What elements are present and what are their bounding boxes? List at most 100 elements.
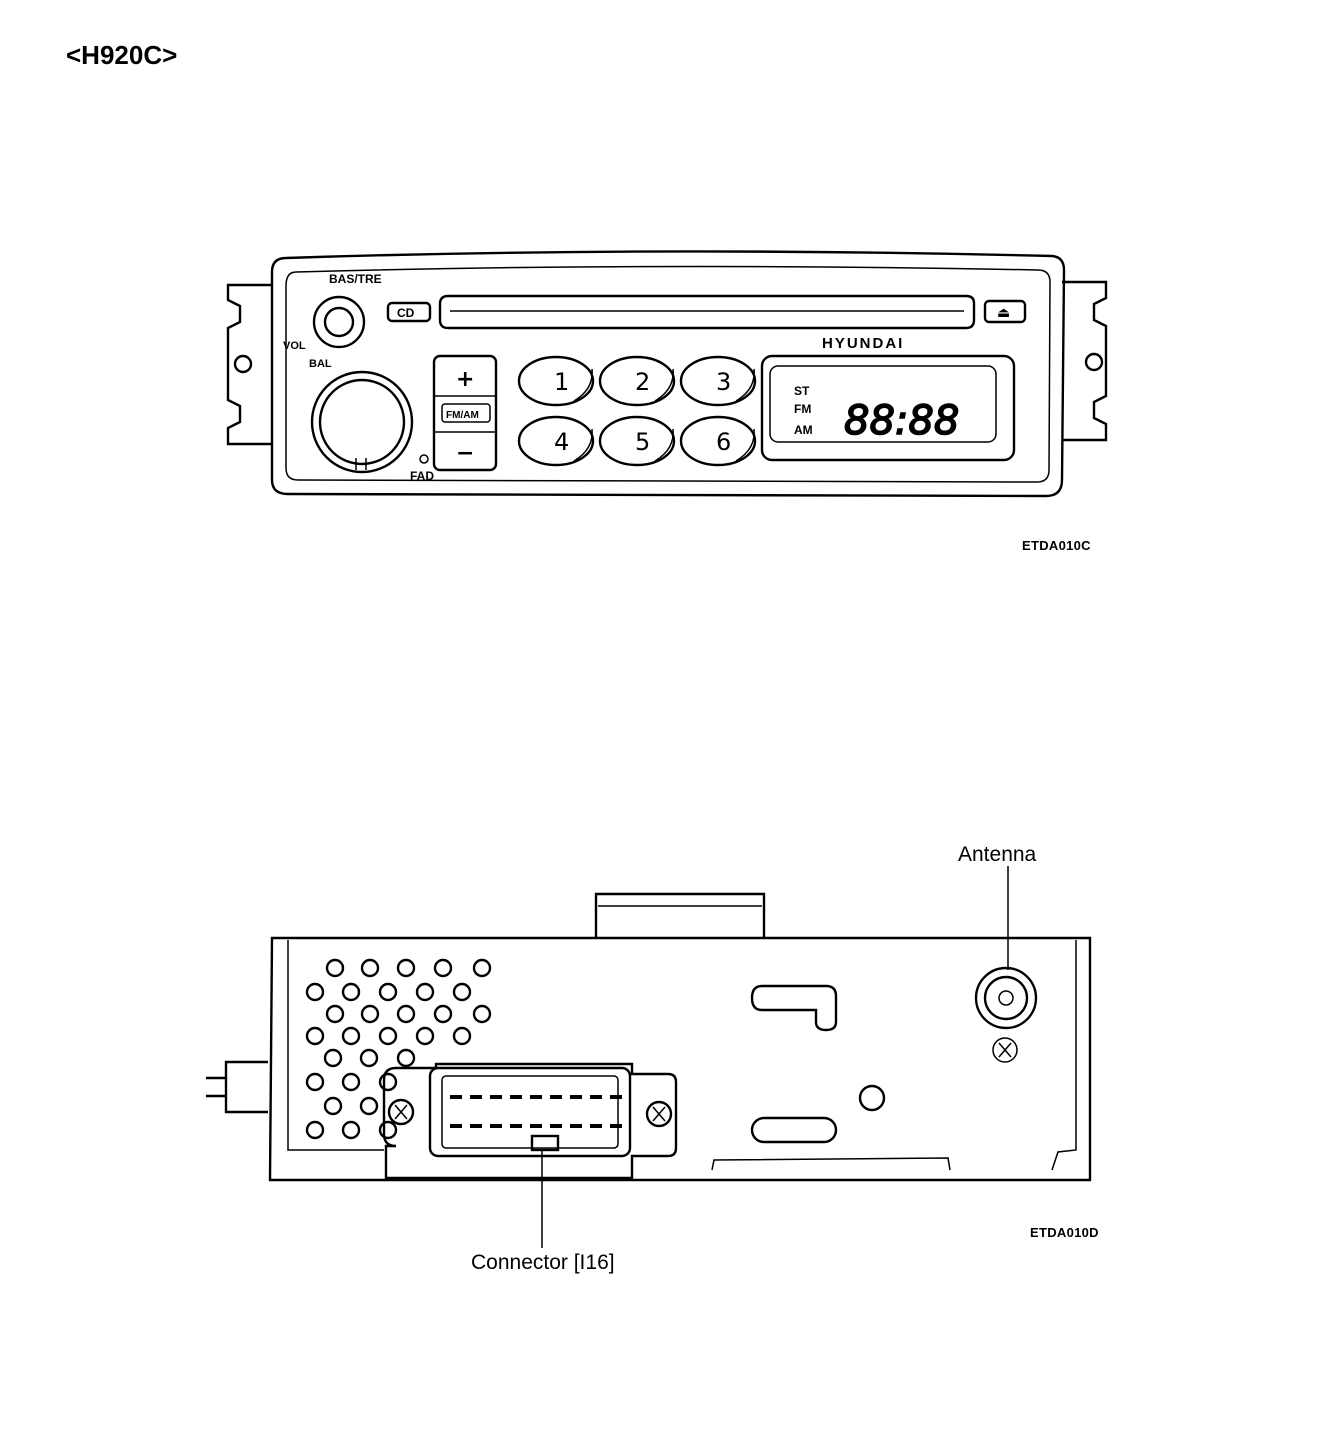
preset-label-6: 6 [716,428,731,456]
page-title: <H920C> [66,40,178,70]
vent-hole [433,958,453,978]
preset-button-3[interactable] [679,355,757,407]
connector-bracket [382,1062,678,1180]
vent-hole [359,1096,379,1116]
vent-hole [378,1026,398,1046]
display-digits: 88:88 [844,398,959,444]
vent-hole [415,1026,435,1046]
vent-hole [325,1004,345,1024]
tune-rocker [432,354,498,472]
brand-logo: HYUNDAI [822,335,904,352]
vent-hole [305,1072,325,1092]
preset-label-3: 3 [716,368,731,396]
bal-label: BAL [309,358,332,370]
vent-hole [305,1120,325,1140]
chassis-rear [268,936,1092,1182]
vent-hole [360,958,380,978]
display-fm: FM [794,402,811,416]
bas-tre-knob-inner [323,306,355,338]
lcd-display [769,365,997,443]
top-tab [594,892,766,938]
display-st: ST [794,384,810,398]
preset-label-2: 2 [635,368,650,396]
antenna-socket-ring [983,975,1029,1021]
preset-button-2[interactable] [598,355,676,407]
vent-hole [360,1004,380,1024]
preset-button-4[interactable] [517,415,595,467]
vent-hole [359,1048,379,1068]
antenna-callout: Antenna [958,843,1037,866]
locator-hole [858,1084,886,1112]
preset-button-shadow [735,428,755,462]
vent-hole [323,1048,343,1068]
vent-hole [341,1026,361,1046]
band-button[interactable] [441,403,491,423]
connector-pins [450,1095,622,1128]
figure-code-front: ETDA010C [1022,538,1091,553]
preset-button-5[interactable] [598,415,676,467]
volume-knob-grip [355,458,367,470]
rear-view [206,866,1092,1248]
vent-hole [325,958,345,978]
left-bracket [226,283,272,446]
connector-latch [530,1134,560,1152]
fad-label: FAD [410,469,434,483]
display-am: AM [794,423,813,437]
preset-button-shadow [573,428,593,462]
band-label: FM/AM [446,410,479,421]
chassis-bottom-tab [711,1157,951,1171]
chassis-inner-right [1051,940,1077,1171]
preset-button-shadow [735,368,755,402]
figure-code-rear: ETDA010D [1030,1225,1099,1240]
vent-hole [396,1004,416,1024]
vent-hole [323,1096,343,1116]
vent-hole [341,1120,361,1140]
connector-shroud [441,1075,619,1149]
cd-slot[interactable] [438,294,976,330]
preset-label-5: 5 [635,428,650,456]
left-bracket-hole [233,354,253,374]
cd-label: CD [397,306,415,320]
faceplate-inner [285,265,1051,483]
preset-label-4: 4 [554,428,569,456]
vent-hole [472,958,492,978]
power-stub-pins [206,1076,226,1098]
eject-button[interactable] [983,299,1027,324]
bas-tre-knob[interactable] [312,295,366,349]
eject-icon: ⏏ [997,305,1010,321]
vent-hole [396,958,416,978]
volume-knob[interactable] [310,370,414,474]
antenna-screw-cross [998,1042,1012,1058]
bas-tre-label: BAS/TRE [329,272,382,286]
preset-button-shadow [654,368,674,402]
vent-hole [378,982,398,1002]
chassis-inner-left [287,940,384,1151]
vent-hole [341,1072,361,1092]
bracket-screw-left-cross [394,1104,408,1120]
bracket-screw-left [387,1098,415,1126]
vent-hole [415,982,435,1002]
preset-label-1: 1 [554,368,569,396]
volume-knob-inner [318,378,406,466]
preset-buttons: 1 2 3 4 5 6 [517,355,757,467]
vent-hole [378,1072,398,1092]
power-stub [224,1060,268,1114]
right-bracket-hole [1084,352,1104,372]
vent-hole [341,982,361,1002]
vent-hole [305,1026,325,1046]
display-bezel [760,354,1016,462]
seek-down-button[interactable]: − [456,441,474,466]
vent-holes [305,958,492,1140]
seek-up-button[interactable]: + [456,367,474,392]
preset-button-shadow [654,428,674,462]
cd-button[interactable] [386,301,432,323]
vent-hole [305,982,325,1002]
preset-button-6[interactable] [679,415,757,467]
antenna-screw [992,1037,1018,1063]
vent-hole [452,982,472,1002]
vent-hole [378,1120,398,1140]
bracket-screw-right [645,1100,673,1128]
preset-button-1[interactable] [517,355,595,407]
connector-i16 [428,1066,632,1158]
